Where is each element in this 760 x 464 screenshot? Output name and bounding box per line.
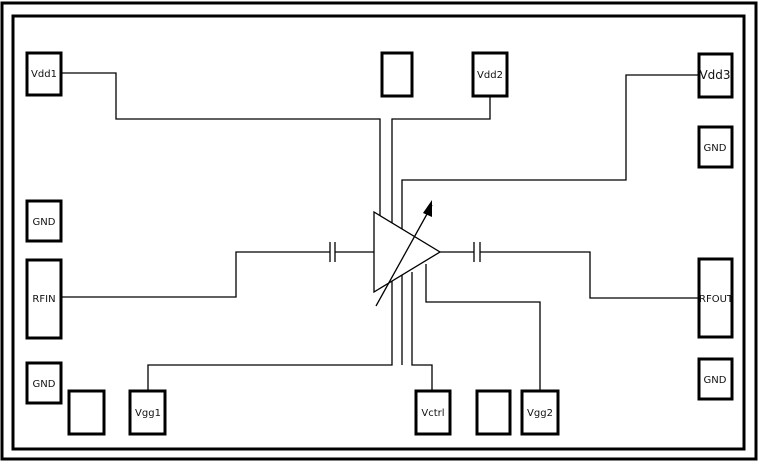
wire-rfout (480, 251, 700, 299)
label-gnd-left-top: GND (33, 217, 56, 228)
label-gnd-left-bottom: GND (33, 379, 56, 390)
pad-gnd-left-top (25, 199, 63, 243)
label-vgg2: Vgg2 (527, 408, 553, 419)
pad-rfout (697, 257, 734, 339)
wire-rfin (62, 251, 330, 298)
pad-blank-bottom-right (475, 389, 512, 436)
pad-vgg2 (520, 389, 560, 436)
variable-gain-arrow-shaft (375, 204, 433, 307)
pad-blank-top (380, 51, 414, 98)
pad-vdd3 (697, 52, 734, 99)
pad-gnd-right-top (697, 125, 734, 169)
pad-vgg1 (128, 389, 167, 436)
wire-vgg1 (147, 278, 393, 392)
label-rfin: RFIN (32, 294, 55, 305)
label-vctrl: Vctrl (421, 408, 444, 419)
wire-vdd1 (62, 72, 381, 220)
variable-gain-arrowhead (423, 200, 432, 217)
label-vdd2: Vdd2 (477, 70, 503, 81)
wires (62, 72, 700, 392)
pad-blank-bottom-left (67, 389, 106, 436)
label-vdd3: Vdd3 (699, 68, 730, 82)
pad-vctrl (414, 389, 452, 436)
pad-vdd2 (471, 51, 509, 98)
pads (25, 51, 734, 436)
wire-vctrl (411, 272, 433, 392)
label-rfout: RFOUT (699, 294, 734, 305)
pad-rfin (25, 258, 63, 340)
label-vdd1: Vdd1 (31, 69, 57, 80)
label-gnd-right-top: GND (704, 143, 727, 154)
pad-vdd1 (25, 51, 63, 97)
wire-vdd2 (391, 96, 491, 226)
label-vgg1: Vgg1 (135, 408, 161, 419)
pad-gnd-left-bottom (25, 361, 63, 405)
wire-vgg2 (425, 264, 541, 392)
capacitors (329, 242, 481, 262)
inner-frame (11, 14, 746, 451)
wire-vdd3 (401, 74, 700, 230)
label-gnd-right-bottom: GND (704, 375, 727, 386)
pad-gnd-right-bottom (697, 357, 734, 401)
amplifier-triangle (373, 210, 442, 294)
